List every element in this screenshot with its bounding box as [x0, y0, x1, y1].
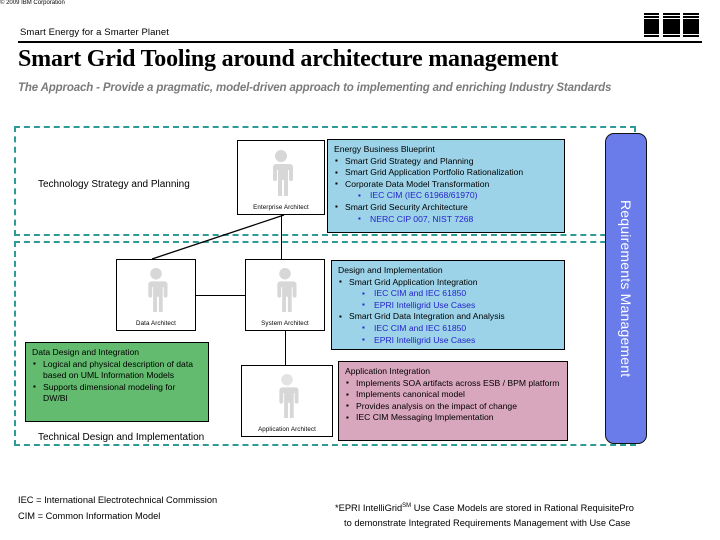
actor-caption: Application Architect	[258, 426, 316, 433]
actor-system-architect[interactable]: System Architect	[245, 259, 325, 331]
box-title: Energy Business Blueprint	[334, 144, 435, 154]
connector-system-to-application	[285, 331, 287, 365]
person-icon	[238, 141, 324, 204]
list-item: IEC CIM (IEC 61968/61970)	[334, 190, 558, 202]
footnote-line-1: *EPRI IntelliGridSM Use Case Models are …	[335, 503, 634, 513]
list-item: Provides analysis on the impact of chang…	[345, 400, 561, 413]
zone-label-technology-strategy: Technology Strategy and Planning	[38, 179, 190, 190]
box-title: Data Design and Integration	[32, 347, 140, 357]
footnote-superscript: SM	[402, 503, 412, 509]
box-title: Application Integration	[345, 366, 431, 376]
box-application-integration: Application Integration Implements SOA a…	[338, 361, 568, 441]
page-title: Smart Grid Tooling around architecture m…	[18, 46, 559, 72]
person-icon	[246, 260, 324, 320]
list-item: Smart Grid Data Integration and Analysis	[338, 311, 558, 323]
box-item-list: Implements SOA artifacts across ESB / BP…	[345, 377, 561, 424]
box-item-list: Smart Grid Strategy and PlanningSmart Gr…	[334, 155, 558, 226]
eyebrow-text: Smart Energy for a Smarter Planet	[20, 27, 170, 38]
box-design-and-implementation: Design and Implementation Smart Grid App…	[331, 260, 565, 350]
header-divider	[18, 41, 702, 43]
person-icon	[117, 260, 195, 320]
connector-data-to-system	[196, 295, 245, 297]
footnote-suffix: Use Case Models are stored in Rational R…	[411, 503, 634, 514]
page-subtitle: The Approach - Provide a pragmatic, mode…	[18, 82, 612, 94]
box-data-design-and-integration: Data Design and Integration Logical and …	[25, 342, 209, 422]
list-item: EPRI Intelligrid Use Cases	[338, 299, 558, 312]
footnote-prefix: *EPRI IntelliGrid	[335, 503, 403, 514]
actor-caption: Data Architect	[136, 320, 176, 327]
list-item: Smart Grid Strategy and Planning	[334, 155, 558, 168]
list-item: Implements SOA artifacts across ESB / BP…	[345, 377, 561, 390]
actor-application-architect[interactable]: Application Architect	[241, 365, 333, 437]
box-item-list: Logical and physical description of data…	[32, 358, 202, 405]
legend-iec: IEC = International Electrotechnical Com…	[18, 495, 218, 505]
actor-enterprise-architect[interactable]: Enterprise Architect	[237, 140, 325, 215]
requirements-management-label: Requirements Management	[618, 199, 634, 378]
actor-caption: System Architect	[261, 320, 309, 327]
list-item: IEC CIM and IEC 61850	[338, 288, 558, 300]
list-item: IEC CIM and IEC 61850	[338, 322, 558, 335]
list-item: Logical and physical description of data…	[32, 358, 202, 382]
list-item: EPRI Intelligrid Use Cases	[338, 334, 558, 347]
list-item: Smart Grid Application Portfolio Rationa…	[334, 167, 558, 179]
actor-caption: Enterprise Architect	[253, 204, 309, 211]
list-item: Supports dimensional modeling for DW/BI	[32, 381, 202, 405]
ibm-logo	[642, 13, 702, 37]
person-icon	[242, 366, 332, 426]
connector-enterprise-to-data	[151, 214, 285, 260]
actor-data-architect[interactable]: Data Architect	[116, 259, 196, 331]
list-item: Implements canonical model	[345, 389, 561, 401]
list-item: Smart Grid Security Architecture	[334, 201, 558, 214]
connector-enterprise-to-system	[281, 215, 283, 259]
list-item: Smart Grid Application Integration	[338, 276, 558, 289]
requirements-management-bar: Requirements Management	[605, 133, 647, 444]
list-item: Corporate Data Model Transformation	[334, 178, 558, 191]
box-item-list: Smart Grid Application IntegrationIEC CI…	[338, 276, 558, 347]
list-item: NERC CIP 007, NIST 7268	[334, 213, 558, 226]
copyright-text: © 2009 IBM Corporation	[0, 0, 65, 6]
box-energy-business-blueprint: Energy Business Blueprint Smart Grid Str…	[327, 139, 565, 233]
zone-label-technical-design: Technical Design and Implementation	[38, 432, 205, 443]
box-title: Design and Implementation	[338, 265, 443, 275]
legend-cim: CIM = Common Information Model	[18, 511, 161, 521]
list-item: IEC CIM Messaging Implementation	[345, 412, 561, 424]
footnote-line-2: to demonstrate Integrated Requirements M…	[344, 518, 631, 528]
